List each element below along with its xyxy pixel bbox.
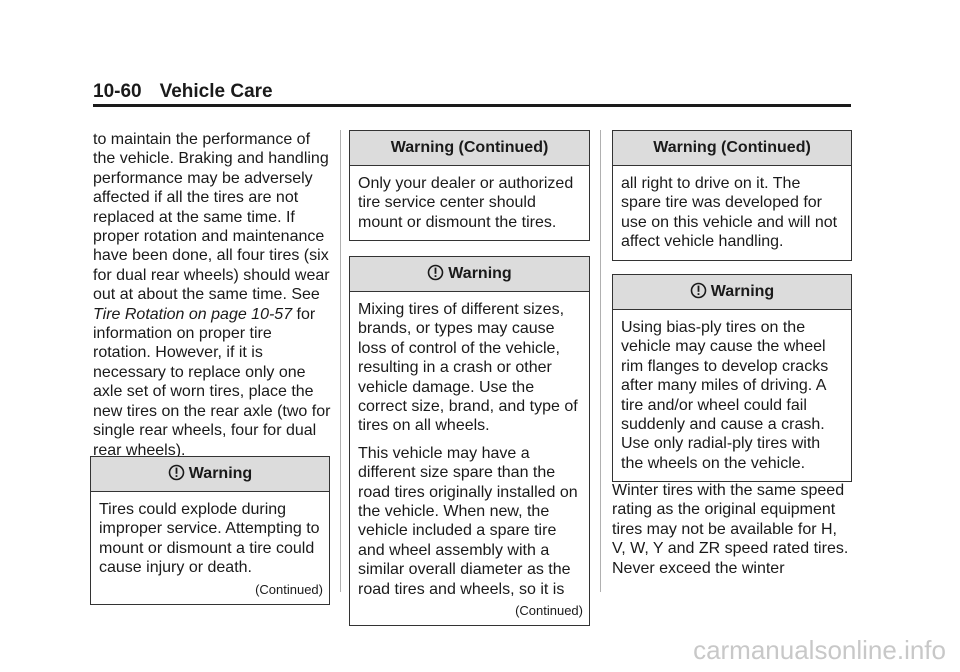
warning-header: Warning (Continued) [350, 131, 589, 166]
warning-body: Using bias-ply tires on the vehicle may … [613, 310, 851, 481]
warning-text: This vehicle may have a different size s… [358, 444, 578, 598]
warning-header: Warning [350, 257, 589, 292]
cross-reference-link[interactable]: Tire Rotation on page 10-57 [93, 305, 293, 323]
column-divider [600, 130, 601, 592]
warning-title: Warning (Continued) [390, 139, 549, 156]
warning-title: Warning [710, 283, 775, 300]
column-1: to maintain the performance of the vehic… [93, 130, 331, 460]
continued-note: (Continued) [515, 603, 583, 619]
page-header: 10-60 Vehicle Care [93, 80, 851, 104]
warning-header: Warning (Continued) [613, 131, 851, 166]
warning-text: all right to drive on it. The spare tire… [621, 175, 838, 251]
warning-continued-box: Warning (Continued) all right to drive o… [612, 130, 852, 261]
warning-box: Warning Using bias-ply tires on the vehi… [612, 274, 852, 483]
warning-box: Warning Tires could explode during impro… [90, 456, 330, 605]
warning-text: Mixing tires of different sizes, brands,… [358, 301, 578, 435]
warning-header: Warning [91, 457, 329, 492]
warning-header: Warning [613, 275, 851, 310]
warning-text: Using bias-ply tires on the vehicle may … [621, 319, 829, 472]
warning-body: Tires could explode during improper serv… [91, 492, 329, 582]
warning-title: Warning [448, 265, 512, 282]
page-number: 10-60 [93, 81, 142, 102]
warning-text: Tires could explode during improper serv… [99, 501, 320, 577]
warning-text: Only your dealer or authorized tire serv… [358, 175, 574, 231]
paragraph-text: to maintain the performance of the vehic… [93, 131, 330, 304]
warning-continued-box: Warning (Continued) Only your dealer or … [349, 130, 590, 242]
watermark: carmanualsonline.info [693, 635, 946, 665]
continued-note: (Continued) [255, 581, 323, 597]
paragraph-text: for information on proper tire rotation.… [93, 305, 331, 459]
column-3-text: Winter tires with the same speed rating … [612, 481, 852, 578]
warning-body: all right to drive on it. The spare tire… [613, 166, 851, 260]
warning-title: Warning (Continued) [653, 139, 811, 156]
warning-icon [427, 264, 444, 281]
body-paragraph: Winter tires with the same speed rating … [612, 482, 849, 577]
warning-icon [168, 464, 185, 481]
warning-title: Warning [188, 465, 253, 482]
warning-icon [690, 282, 707, 299]
header-rule [93, 104, 851, 107]
warning-body: Mixing tires of different sizes, brands,… [350, 292, 589, 603]
body-paragraph: to maintain the performance of the vehic… [93, 130, 331, 460]
column-divider [340, 130, 341, 592]
section-title: Vehicle Care [159, 81, 273, 102]
warning-box: Warning Mixing tires of different sizes,… [349, 256, 590, 627]
warning-body: Only your dealer or authorized tire serv… [350, 166, 589, 240]
